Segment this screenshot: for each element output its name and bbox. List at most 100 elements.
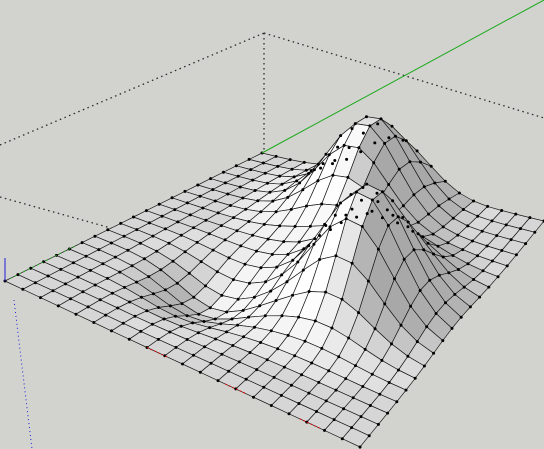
mesh-vertex (106, 276, 109, 280)
mesh-vertex (280, 314, 284, 318)
mesh-vertex (457, 191, 461, 195)
mesh-vertex (163, 227, 167, 231)
mesh-vertex (295, 179, 299, 183)
mesh-vertex (344, 213, 348, 217)
mesh-vertex (347, 336, 351, 340)
mesh-vertex (447, 271, 451, 275)
mesh-vertex (156, 337, 160, 341)
mesh-vertex (21, 287, 25, 291)
mesh-vertex (176, 220, 180, 224)
mesh-vertex (426, 241, 430, 245)
mesh-vertex (340, 297, 344, 301)
mesh-vertex (342, 143, 346, 147)
mesh-vertex (376, 122, 380, 126)
mesh-vertex (344, 377, 348, 381)
mesh-vertex (123, 285, 126, 289)
mesh-vertex (346, 175, 350, 179)
mesh-vertex (264, 280, 268, 284)
mesh-vertex (265, 358, 269, 362)
mesh-vertex (319, 166, 323, 170)
mesh-vertex (427, 212, 430, 216)
mesh-vertex (432, 351, 436, 355)
mesh-vertex (471, 239, 474, 243)
blue-axis-hidden (13, 299, 33, 449)
mesh-vertex (302, 160, 306, 164)
mesh-vertex (490, 259, 494, 263)
mesh-vertex (251, 233, 255, 237)
mesh-vertex (287, 412, 291, 416)
mesh-vertex (138, 241, 142, 245)
mesh-vertex (422, 185, 426, 189)
mesh-vertex (528, 216, 532, 220)
mesh-vertex (504, 223, 508, 227)
mesh-vertex (174, 314, 177, 318)
mesh-vertex (336, 145, 340, 149)
mesh-vertex (397, 167, 401, 171)
mesh-vertex (519, 227, 522, 231)
mesh-vertex (145, 309, 149, 313)
mesh-vertex (196, 183, 200, 187)
mesh-vertex (360, 225, 364, 228)
mesh-vertex (84, 254, 88, 258)
mesh-vertex (509, 238, 513, 242)
mesh-vertex (209, 177, 213, 181)
mesh-vertex (106, 228, 110, 232)
mesh-vertex (358, 445, 362, 449)
mesh-vertex (185, 338, 189, 341)
mesh-vertex (370, 198, 374, 202)
mesh-vertex (459, 315, 463, 319)
mesh-vertex (386, 224, 390, 227)
terrain-mesh[interactable] (4, 116, 544, 448)
mesh-vertex (476, 214, 480, 218)
mesh-vertex (456, 233, 460, 237)
mesh-vertex (168, 304, 172, 308)
mesh-vertex (147, 221, 151, 225)
mesh-vertex (208, 306, 212, 310)
mesh-vertex (255, 368, 259, 372)
mesh-vertex (135, 280, 139, 284)
mesh-vertex (313, 237, 317, 241)
mesh-vertex (291, 258, 295, 262)
mesh-vertex (397, 368, 400, 372)
mesh-vertex (214, 337, 218, 341)
mesh-vertex (500, 209, 504, 212)
mesh-vertex (16, 273, 20, 277)
mesh-vertex (304, 168, 308, 172)
mesh-vertex (93, 234, 97, 238)
mesh-vertex (252, 395, 255, 399)
mesh-vertex (80, 241, 84, 245)
mesh-vertex (282, 240, 286, 244)
mesh-vertex (130, 264, 134, 268)
mesh-vertex (220, 352, 224, 356)
mesh-vertex (151, 292, 155, 296)
mesh-vertex (229, 204, 232, 207)
mesh-vertex (305, 204, 308, 208)
mesh-vertex (293, 224, 297, 228)
mesh-vertex (282, 365, 286, 369)
mesh-vertex (373, 141, 377, 145)
mesh-vertex (291, 293, 295, 297)
mesh-vertex (406, 225, 410, 229)
mesh-vertex (383, 141, 387, 145)
mesh-vertex (230, 317, 234, 321)
mesh-vertex (192, 353, 195, 357)
mesh-vertex (236, 174, 240, 178)
mesh-vertex (244, 377, 248, 381)
mesh-vertex (275, 265, 279, 269)
mesh-vertex (363, 347, 367, 351)
mesh-vertex (334, 388, 338, 392)
mesh-vertex (330, 326, 334, 330)
mesh-vertex (227, 256, 231, 260)
mesh-vertex (495, 234, 499, 238)
mesh-vertex (163, 288, 167, 292)
mesh-vertex (207, 232, 211, 236)
mesh-vertex (376, 247, 380, 251)
mesh-vertex (425, 325, 429, 329)
mesh-vertex (241, 196, 245, 200)
mesh-vertex (274, 299, 278, 302)
mesh-vertex (208, 326, 212, 330)
mesh-vertex (485, 244, 489, 248)
mesh-vertex (274, 210, 278, 214)
